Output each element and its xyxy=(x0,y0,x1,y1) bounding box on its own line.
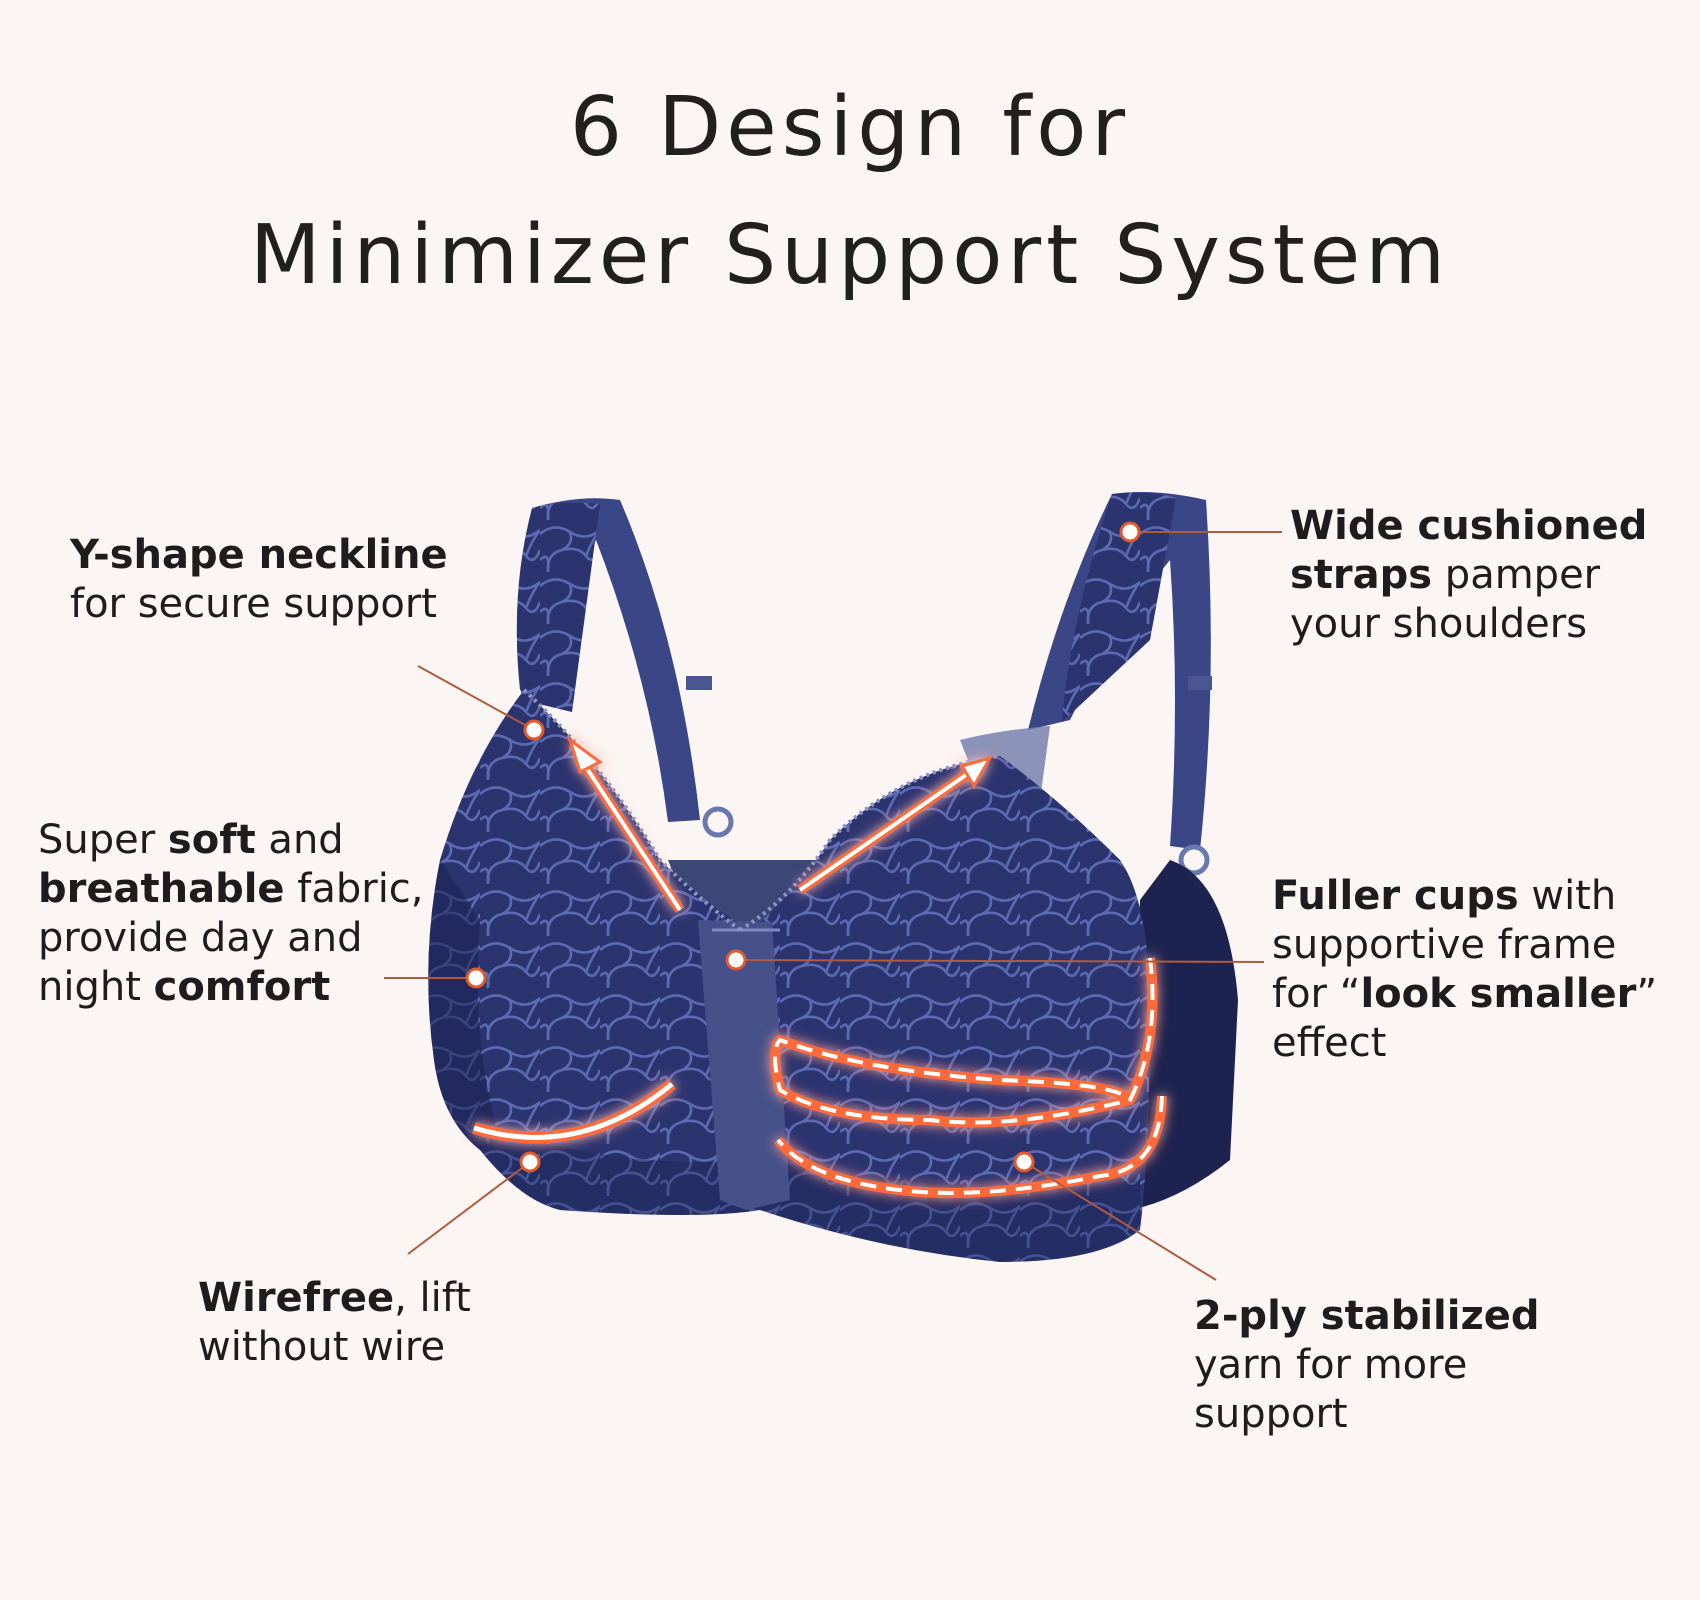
wirefree-text-1: , lift xyxy=(394,1275,471,1321)
fabric-text-1: Super xyxy=(38,817,168,863)
straps-text-2: your shoulders xyxy=(1290,601,1588,647)
neckline-marker-dot xyxy=(523,719,545,741)
yarn-text-2: support xyxy=(1194,1391,1348,1437)
fabric-bold-comfort: comfort xyxy=(153,964,331,1010)
fabric-text-4: provide day and xyxy=(38,915,363,961)
callout-cups: Fuller cups with supportive frame for “l… xyxy=(1272,872,1657,1068)
cups-text-2: supportive frame xyxy=(1272,922,1617,968)
callout-wirefree: Wirefree, lift without wire xyxy=(198,1274,471,1372)
straps-bold: straps xyxy=(1290,552,1433,598)
cups-text-4: ” xyxy=(1636,971,1658,1017)
lift-arrow-left xyxy=(567,736,685,913)
center-gore xyxy=(698,920,790,1210)
yarn-marker-dot xyxy=(1013,1151,1035,1173)
fabric-bold-breathable: breathable xyxy=(38,866,285,912)
fabric-marker-dot xyxy=(465,967,487,989)
straps-text-1: pamper xyxy=(1432,552,1601,598)
cups-text-1: with xyxy=(1518,873,1617,919)
title-line-1: 6 Design for xyxy=(569,80,1131,175)
right-strap xyxy=(1028,492,1212,876)
cups-text-5: effect xyxy=(1272,1020,1387,1066)
wirefree-heading: Wirefree xyxy=(198,1275,395,1321)
wirefree-curve xyxy=(472,1079,676,1144)
neckline-text: for secure support xyxy=(70,581,437,627)
callout-straps: Wide cushioned straps pamper your should… xyxy=(1290,502,1647,649)
left-strap xyxy=(516,498,734,838)
fabric-text-2: and xyxy=(255,817,344,863)
strap-marker-dot xyxy=(1119,521,1141,543)
two-ply-frame xyxy=(770,957,1167,1198)
callout-yarn: 2-ply stabilized yarn for more support xyxy=(1194,1292,1540,1439)
cups-heading: Fuller cups xyxy=(1272,873,1519,919)
neckline-heading: Y-shape neckline xyxy=(70,532,448,578)
yarn-text-1: yarn for more xyxy=(1194,1342,1468,1388)
fabric-text-3: fabric, xyxy=(284,866,424,912)
fabric-bold-soft: soft xyxy=(167,817,256,863)
lift-arrow-right xyxy=(797,755,994,895)
yarn-heading: 2-ply stabilized xyxy=(1194,1293,1540,1339)
callout-neckline: Y-shape neckline for secure support xyxy=(70,531,448,629)
leader-lines xyxy=(384,531,1282,1281)
cups-marker-dot xyxy=(725,949,747,971)
fabric-text-5: night xyxy=(38,964,154,1010)
marker-dots xyxy=(465,521,1141,1173)
wirefree-text-2: without wire xyxy=(198,1324,446,1370)
wirefree-marker-dot xyxy=(519,1151,541,1173)
cups-bold-look-smaller: look smaller xyxy=(1360,971,1637,1017)
title-line-2: Minimizer Support System xyxy=(249,208,1451,303)
straps-heading: Wide cushioned xyxy=(1290,503,1648,549)
cups-text-3: for “ xyxy=(1272,971,1361,1017)
callout-fabric: Super soft and breathable fabric, provid… xyxy=(38,816,424,1012)
